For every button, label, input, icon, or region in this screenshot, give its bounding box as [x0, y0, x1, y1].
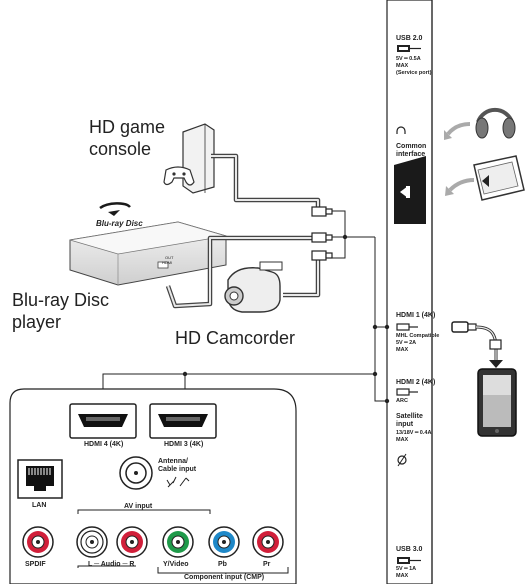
bluray-logo-icon — [99, 202, 131, 216]
game-console-icon — [163, 123, 215, 194]
hdmi3-label: HDMI 3 (4K) — [164, 441, 204, 448]
bluray-player-icon — [69, 221, 227, 286]
hdmi-plugs — [311, 206, 333, 261]
spdif-jack — [22, 526, 54, 558]
camcorder-label: HD Camcorder — [175, 328, 296, 348]
antenna-label-1: Antenna/ — [158, 458, 188, 465]
audio-label: L ─ Audio ─ R — [88, 561, 135, 568]
ci-slot — [394, 156, 426, 224]
ci-label-1: Common — [396, 143, 427, 150]
camcorder-icon — [224, 261, 283, 313]
lan-port — [17, 459, 63, 499]
component-label: Component input (CMP) — [184, 574, 265, 581]
hdmi1-title: HDMI 1 (4K) — [396, 312, 436, 319]
audio-l-jack — [76, 526, 108, 558]
hdmi-cables — [165, 153, 321, 309]
hdmi3-port — [149, 403, 217, 439]
mhl-plug-icon — [451, 321, 477, 333]
ci-card-icon — [473, 155, 525, 201]
lan-label: LAN — [32, 502, 47, 509]
smartphone-icon — [477, 368, 517, 437]
hdmi1-port-icon — [396, 323, 418, 331]
connection-lines — [102, 210, 387, 402]
hdmi1-spec1: MHL Compatible — [396, 333, 440, 339]
audio-bracket — [77, 565, 136, 568]
hdmi1-spec3: MAX — [396, 347, 409, 353]
av-bracket — [77, 509, 211, 514]
antenna-label-2: Cable input — [158, 466, 197, 473]
y-video-label: Y/Video — [163, 561, 189, 568]
spdif-label: SPDIF — [25, 561, 46, 568]
pb-label: Pb — [218, 561, 227, 568]
pb-jack — [208, 526, 240, 558]
ci-label-2: interface — [396, 151, 426, 158]
audio-r-jack — [116, 526, 148, 558]
usb2-spec3: (Service port) — [396, 70, 432, 76]
component-bracket — [157, 567, 289, 574]
satellite-spec2: MAX — [396, 437, 409, 443]
bluray-hdmi-label: HDMI — [162, 260, 173, 265]
game-console-label-2: console — [89, 139, 152, 159]
arrow-to-headphone — [446, 122, 471, 136]
headphones-icon — [475, 107, 516, 139]
hdmi4-label: HDMI 4 (4K) — [84, 441, 124, 448]
game-console-label-1: HD game — [89, 117, 166, 137]
av-input-label: AV input — [124, 503, 153, 510]
usb3-title: USB 3.0 — [396, 546, 423, 553]
hdmi2-title: HDMI 2 (4K) — [396, 379, 436, 386]
usb3-spec2: MAX — [396, 573, 409, 579]
usb2-spec2: MAX — [396, 63, 409, 69]
headphone-port-icon — [396, 126, 406, 134]
junction-dots — [182, 234, 390, 404]
bluray-label-1: Blu-ray Disc — [12, 290, 110, 310]
arrow-to-ci — [448, 178, 475, 192]
hdmi4-port — [69, 403, 137, 439]
satellite-spec1: 13/18V ━ 0.4A — [396, 430, 432, 436]
satellite-connector-icon — [397, 453, 407, 467]
pr-label: Pr — [263, 561, 271, 568]
hdmi2-port-icon — [396, 388, 418, 396]
satellite-label-2: input — [396, 421, 414, 428]
bluray-label-2: player — [12, 312, 62, 332]
satellite-label-1: Satellite — [396, 413, 423, 420]
bluray-logo-text: Blu-ray Disc — [96, 219, 143, 228]
antenna-port — [119, 456, 153, 490]
pr-jack — [252, 526, 284, 558]
usb2-port-icon — [397, 45, 421, 52]
usb3-port-icon — [397, 557, 421, 564]
hdmi1-spec2: 5V ━ 2A — [396, 340, 417, 346]
y-video-jack — [162, 526, 194, 558]
usb2-title: USB 2.0 — [396, 35, 423, 42]
side-panel — [386, 0, 433, 584]
bluray-out-label: OUT — [165, 255, 174, 260]
usb3-spec1: 5V ━ 1A — [396, 566, 417, 572]
usb2-spec1: 5V ━ 0.5A — [396, 56, 421, 62]
hdmi2-spec1: ARC — [396, 398, 408, 404]
antenna-icon — [166, 476, 190, 488]
